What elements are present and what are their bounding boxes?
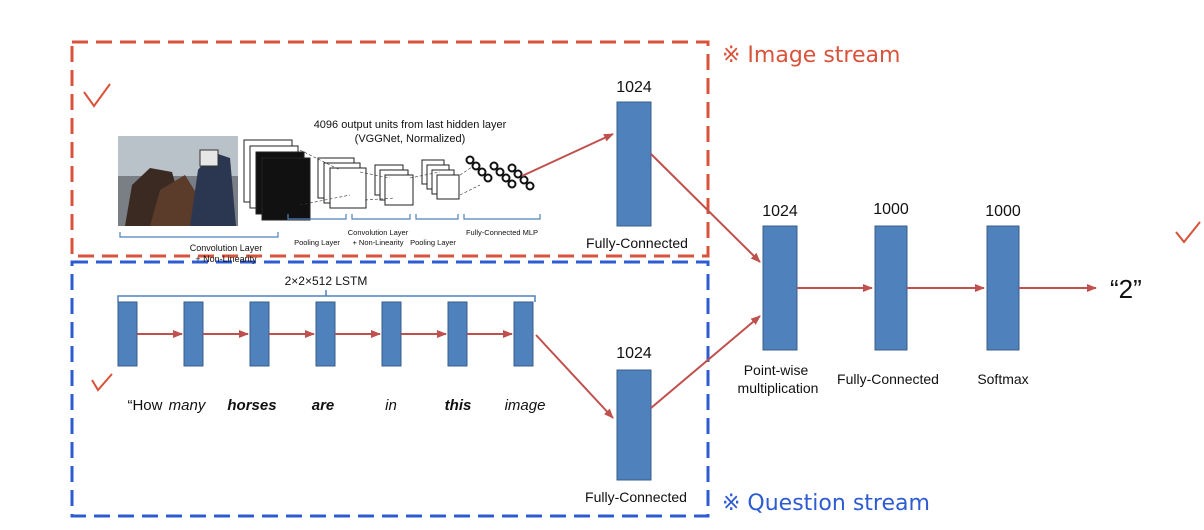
lstm-cell xyxy=(183,301,204,367)
pooling-layer2-label: Pooling Layer xyxy=(410,238,456,247)
checkmark-icon xyxy=(91,373,113,392)
fusion-fc-block xyxy=(874,225,908,351)
question-word: horses xyxy=(227,397,276,414)
question-word: image xyxy=(505,397,546,414)
question-word: in xyxy=(385,397,397,414)
question-words: “How many horses are in this image xyxy=(127,397,545,414)
question-stream-box xyxy=(70,260,710,518)
pointwise-block xyxy=(762,225,798,351)
softmax-block xyxy=(986,225,1020,351)
pointwise-label-line1: Point-wise xyxy=(744,362,809,378)
image-fc-block xyxy=(616,101,652,227)
lstm-label: 2×2×512 LSTM xyxy=(285,274,368,288)
softmax-label: Softmax xyxy=(977,371,1028,387)
checkmark-icon xyxy=(83,83,111,108)
question-fc-block xyxy=(616,369,652,481)
lstm-cells xyxy=(117,301,534,367)
question-fc-label: Fully-Connected xyxy=(585,489,687,505)
vgg-title-line2: (VGGNet, Normalized) xyxy=(355,133,466,145)
conv-layer-sublabel: + Non-Linearity xyxy=(195,254,257,264)
arrow-mlp-to-fc xyxy=(521,133,614,177)
question-word: are xyxy=(312,397,335,414)
fusion-fc-size: 1000 xyxy=(873,201,909,218)
lstm-cell xyxy=(381,301,402,367)
pooling-layer-label: Pooling Layer xyxy=(294,238,340,247)
pointwise-size: 1024 xyxy=(762,203,798,220)
image-fc-size: 1024 xyxy=(616,79,652,96)
checkmark-icon xyxy=(1175,221,1201,244)
softmax-size: 1000 xyxy=(985,203,1021,220)
image-fc-label: Fully-Connected xyxy=(586,235,688,251)
question-word: “How xyxy=(127,397,162,414)
lstm-cell xyxy=(315,301,336,367)
vgg-title-line1: 4096 output units from last hidden layer xyxy=(314,119,507,131)
fc-mlp-label: Fully-Connected MLP xyxy=(466,228,538,237)
lstm-cell xyxy=(447,301,468,367)
question-word: this xyxy=(445,397,472,414)
conv-layer-label: Convolution Layer xyxy=(190,243,263,253)
question-stream-label: ※ Question stream xyxy=(722,491,930,516)
arrow-qfc-to-pointwise xyxy=(650,315,761,409)
image-stream-label: ※ Image stream xyxy=(722,43,900,68)
lstm-cell xyxy=(513,301,534,367)
lstm-cell xyxy=(249,301,270,367)
question-fc-size: 1024 xyxy=(616,345,652,362)
image-stream-box xyxy=(70,40,710,258)
output-answer: “2” xyxy=(1110,274,1142,304)
lstm-cell xyxy=(117,301,138,367)
arrow-imgfc-to-pointwise xyxy=(650,153,761,263)
fusion-fc-label: Fully-Connected xyxy=(837,371,939,387)
lstm-bracket xyxy=(117,290,536,302)
question-word: many xyxy=(169,397,207,414)
conv-layer2-sublabel: + Non-Linearity xyxy=(352,238,403,247)
cnn-illustration xyxy=(118,136,541,238)
arrow-lstm-to-fc xyxy=(535,334,614,419)
pointwise-label-line2: multiplication xyxy=(738,380,819,396)
conv-layer2-label: Convolution Layer xyxy=(348,228,409,237)
